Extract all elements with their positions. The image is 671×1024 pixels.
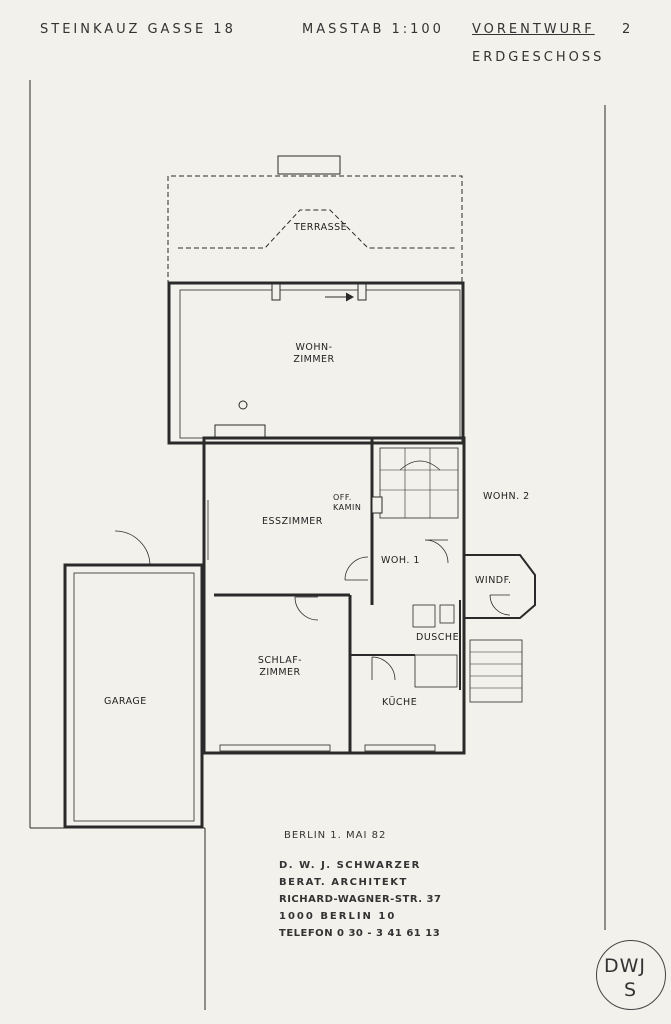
- door-esszimmer: [344, 556, 369, 581]
- door-windfang: [489, 594, 511, 616]
- fireplace-mark: [238, 400, 248, 410]
- washbasin: [439, 604, 455, 624]
- stamp-line1: DWJ: [604, 955, 647, 977]
- label-schlafzimmer-line1: SCHLAF-: [257, 655, 303, 666]
- terrace-bay: [178, 209, 455, 249]
- label-schlafzimmer-line2: ZIMMER: [259, 667, 301, 678]
- architect-city: 1000 BERLIN 10: [279, 911, 397, 922]
- door-woh1: [424, 539, 449, 564]
- wohnzimmer-walls: [167, 281, 465, 445]
- architect-street: RICHARD-WAGNER-STR. 37: [279, 894, 442, 905]
- door-schlafzimmer: [294, 596, 319, 621]
- garage-walls: [63, 563, 204, 829]
- pillar: [357, 283, 367, 301]
- bathtub: [414, 654, 458, 688]
- label-windfang: WINDF.: [475, 575, 512, 586]
- main-block-walls: [202, 436, 466, 755]
- drawing-date: BERLIN 1. MAI 82: [284, 830, 387, 841]
- stair-curve: [399, 460, 441, 471]
- sliding-door-arrowhead: [345, 292, 355, 302]
- label-wohnzimmer: WOHN- ZIMMER: [284, 342, 344, 366]
- label-wohn2: WOHN. 2: [483, 491, 530, 502]
- window-kueche: [364, 744, 436, 752]
- window-schlaf: [219, 744, 331, 752]
- design-phase: VORENTWURF: [472, 22, 595, 37]
- architect-title: BERAT. ARCHITEKT: [279, 877, 408, 888]
- design-phase-number: 2: [622, 22, 634, 37]
- staircase: [379, 447, 459, 519]
- garage-inner: [73, 572, 195, 822]
- label-kamin-line2: KAMIN: [333, 503, 362, 512]
- label-wohnzimmer-line1: WOHN-: [295, 342, 333, 353]
- label-kueche: KÜCHE: [382, 697, 418, 708]
- door-kueche: [371, 656, 396, 681]
- kamin-block: [371, 496, 383, 514]
- garage-door: [114, 530, 151, 567]
- monogram-stamp: DWJ S: [596, 940, 666, 1010]
- terrace-outline: [167, 175, 463, 285]
- label-esszimmer: ESSZIMMER: [262, 516, 323, 527]
- label-wohnzimmer-line2: ZIMMER: [293, 354, 335, 365]
- drawing-scale: MASSTAB 1:100: [302, 22, 444, 37]
- label-terrasse: TERRASSE: [294, 222, 348, 233]
- architect-name: D. W. J. SCHWARZER: [279, 860, 421, 871]
- label-schlafzimmer: SCHLAF- ZIMMER: [250, 655, 310, 679]
- shower: [412, 604, 436, 628]
- floor-name: ERDGESCHOSS: [472, 50, 605, 65]
- label-dusche: DUSCHE: [416, 632, 460, 643]
- label-kamin: OFF. KAMIN: [333, 493, 361, 513]
- architect-phone: TELEFON 0 30 - 3 41 61 13: [279, 928, 441, 939]
- label-woh1: WOH. 1: [381, 555, 420, 566]
- entry-stairs: [469, 639, 523, 703]
- chimney: [277, 155, 341, 175]
- project-address: STEINKAUZ GASSE 18: [40, 22, 236, 37]
- pillar: [271, 283, 281, 301]
- windfang-bay: [464, 554, 536, 619]
- stamp-line2: S: [624, 979, 637, 1001]
- label-garage: GARAGE: [104, 696, 147, 707]
- label-kamin-line1: OFF.: [333, 493, 352, 502]
